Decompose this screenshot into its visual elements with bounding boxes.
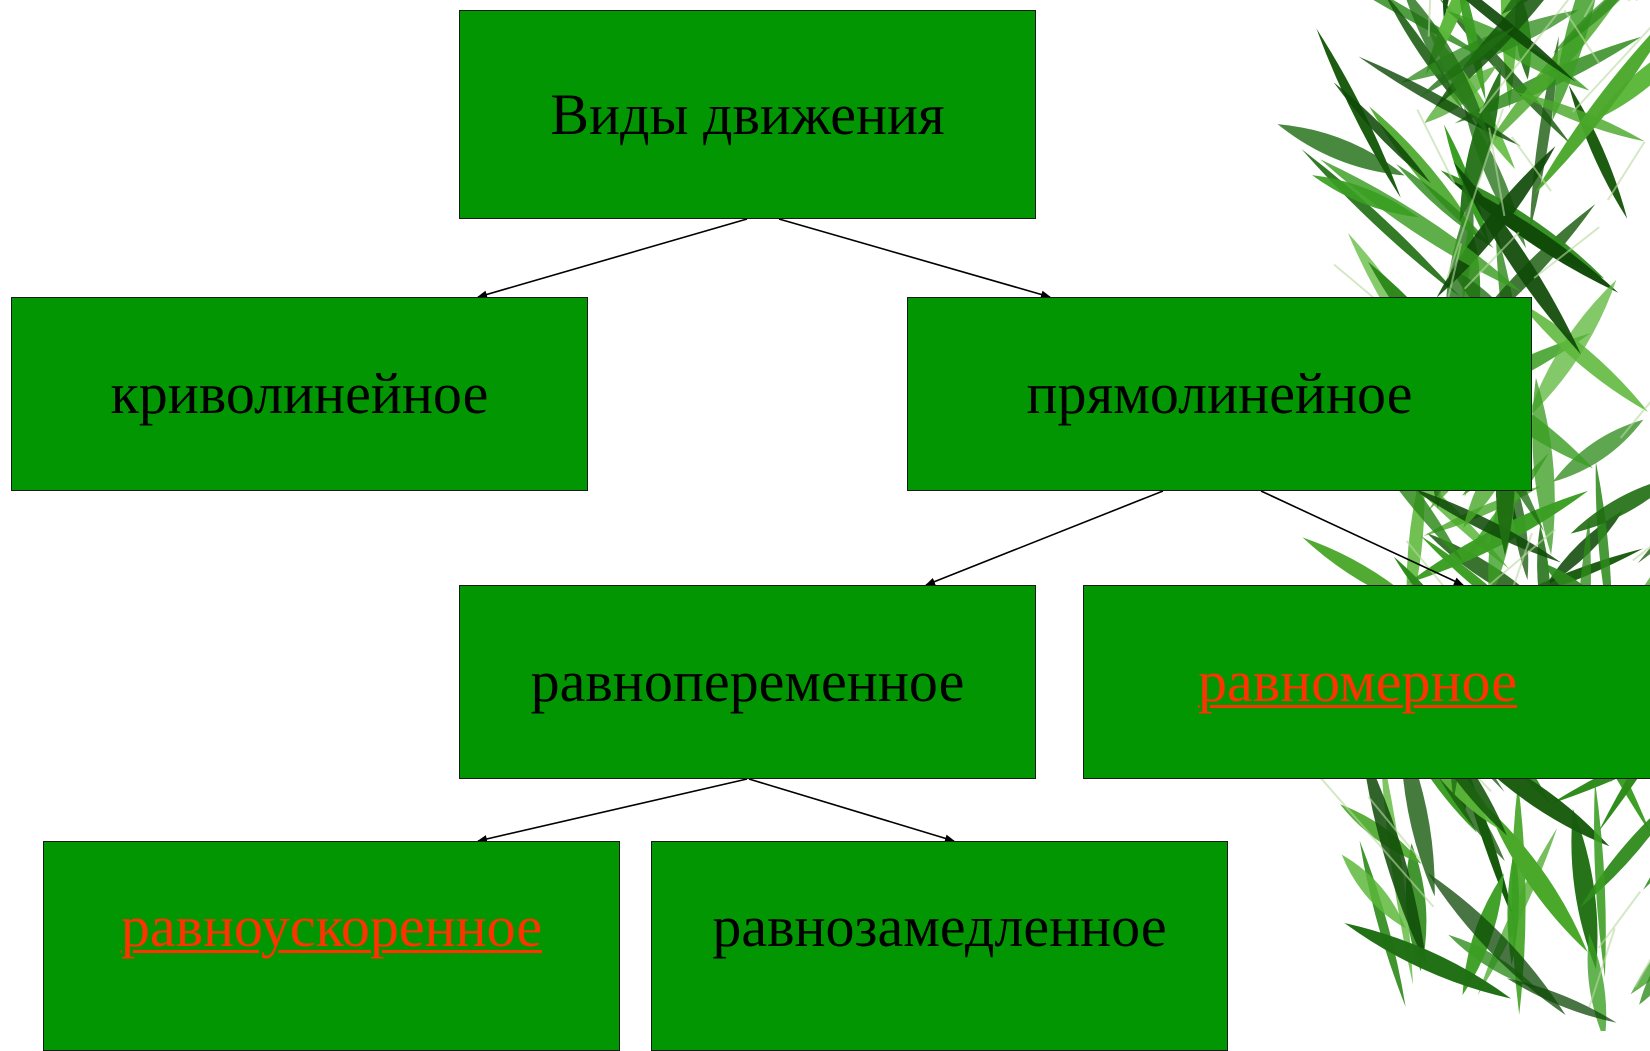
arrow-variable-to-accelerated (477, 778, 748, 843)
node-uniformly-variable: равнопеременное (459, 585, 1036, 779)
node-curvilinear-label: криволинейное (110, 361, 489, 426)
arrow-rectilinear-to-uniform (1260, 490, 1464, 586)
node-uniformly-decelerated-label: равнозамедленное (712, 894, 1167, 959)
node-rectilinear: прямолинейное (907, 297, 1532, 491)
node-uniformly-decelerated: равнозамедленное (651, 841, 1228, 1051)
node-motion-types: Виды движения (459, 10, 1036, 219)
arrow-root-to-rectilinear (778, 218, 1051, 299)
node-uniform: равномерное (1083, 585, 1650, 779)
link-uniformly-accelerated[interactable]: равноускоренное (120, 894, 543, 959)
link-uniform[interactable]: равномерное (1198, 649, 1517, 714)
node-uniformly-variable-label: равнопеременное (530, 649, 965, 714)
node-uniformly-accelerated: равноускоренное (43, 841, 620, 1051)
arrow-root-to-curvilinear (477, 218, 748, 299)
arrow-variable-to-decelerated (748, 778, 955, 843)
node-rectilinear-label: прямолинейное (1026, 361, 1413, 426)
arrow-rectilinear-to-variable (925, 490, 1164, 586)
node-curvilinear: криволинейное (11, 297, 588, 491)
node-motion-types-label: Виды движения (550, 81, 945, 147)
